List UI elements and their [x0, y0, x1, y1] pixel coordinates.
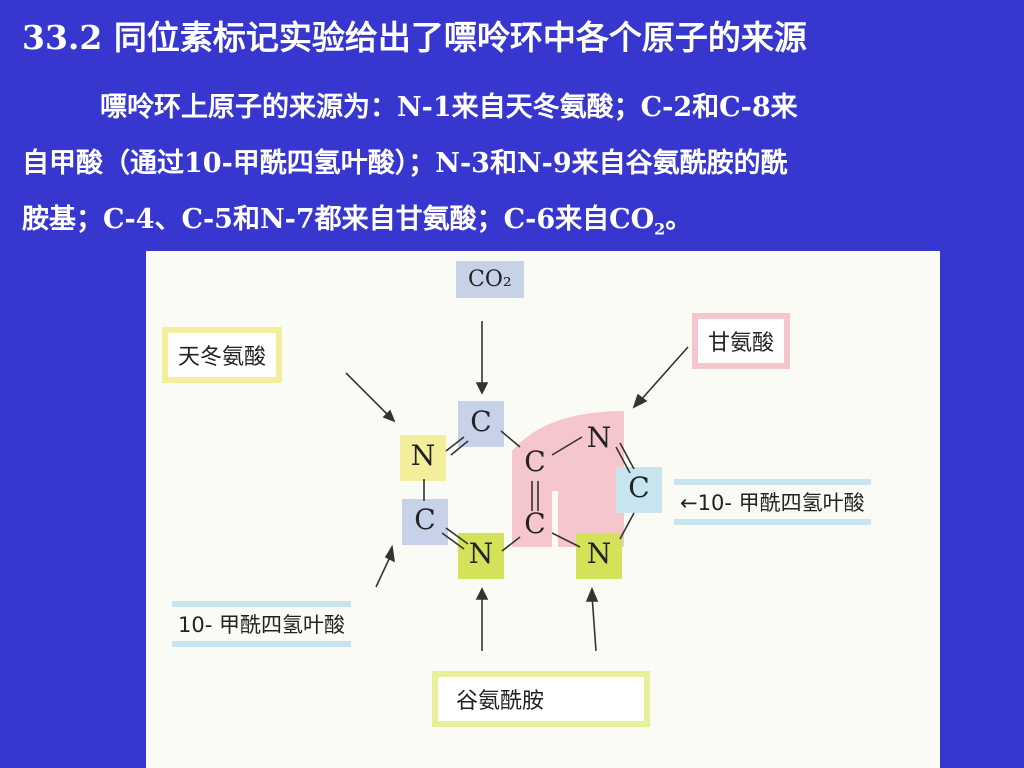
paragraph-line-1: 嘌呤环上原子的来源为：N-1来自天冬氨酸；C-2和C-8来 [100, 92, 798, 123]
atom-c5: C [524, 445, 546, 478]
ring-bonds [423, 430, 635, 552]
formyl-thf-left-label: 10- 甲酰四氢叶酸 [172, 601, 351, 647]
atom-c4: C [524, 507, 546, 540]
atom-n3: N [468, 537, 494, 570]
source-arrows [345, 321, 689, 652]
formyl-thf-right-label: ←10- 甲酰四氢叶酸 [674, 479, 871, 525]
aspartate-source-label: 天冬氨酸 [162, 327, 283, 383]
atom-n9: N [586, 537, 612, 570]
atom-c2: C [414, 503, 436, 536]
n1-highlight [400, 435, 446, 481]
n9-highlight [576, 533, 622, 579]
atom-n7: N [586, 421, 612, 454]
glycine-highlight [512, 411, 624, 547]
glycine-source-label: 甘氨酸 [692, 313, 791, 369]
c6-highlight [458, 401, 504, 447]
atom-n1: N [410, 439, 436, 472]
atom-c8: C [628, 471, 650, 504]
slide-title: 33.2 同位素标记实验给出了嘌呤环中各个原子的来源 [22, 18, 807, 57]
glutamine-source-label: 谷氨酰胺 [432, 671, 650, 727]
co2-source-label: CO₂ [456, 261, 524, 298]
paragraph-line-2: 自甲酸（通过10-甲酰四氢叶酸）；N-3和N-9来自谷氨酰胺的酰 [22, 148, 788, 179]
c8-highlight [616, 467, 662, 513]
c2-highlight [402, 499, 448, 545]
atom-c6: C [470, 405, 492, 438]
diagram-graphics [345, 321, 689, 652]
description-paragraph: 嘌呤环上原子的来源为：N-1来自天冬氨酸；C-2和C-8来 自甲酸（通过10-甲… [22, 80, 1002, 257]
paragraph-line-3: 胺基；C-4、C-5和N-7都来自甘氨酸；C-6来自CO2。 [22, 204, 693, 239]
n3-highlight [458, 533, 504, 579]
purine-origin-diagram: CO₂ 天冬氨酸 甘氨酸 ←10- 甲酰四氢叶酸 10- 甲酰四氢叶酸 谷氨酰胺… [146, 251, 940, 768]
